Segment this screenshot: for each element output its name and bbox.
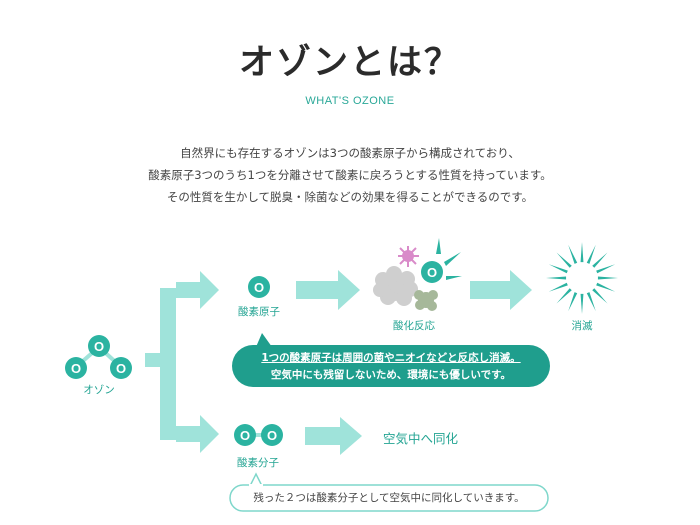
intro-line-3: その性質を生かして脱臭・除菌などの効果を得ることができるのです。 [166, 190, 534, 204]
burst-spike [596, 282, 616, 292]
intro-text: 自然界にも存在するオゾンは3つの酸素原子から構成されており、 酸素原子3つのうち… [0, 142, 700, 208]
burst-spike [586, 292, 596, 312]
callout-top-line-2: 空気中にも残留しないため、環境にも優しいです。 [270, 369, 512, 381]
burst-spike [597, 276, 618, 280]
molecule-atom-left [234, 424, 256, 446]
callout-bubble-top [232, 333, 550, 387]
green-germ-icon [414, 290, 438, 311]
molecule-atom-left-letter: O [240, 428, 250, 443]
callout-top-line-1: 1つの酸素原子は周囲の菌やニオイなどと反応し消滅。 [261, 352, 521, 364]
ozone-atom-right-letter: O [116, 361, 126, 376]
burst-spike [592, 288, 608, 304]
oxygen-atom-letter: O [254, 280, 264, 295]
ozone-atom-left-letter: O [71, 361, 81, 376]
callout-bubble-bottom [229, 472, 549, 512]
intro-line-1: 自然界にも存在するオゾンは3つの酸素原子から構成されており、 [180, 146, 520, 160]
burst-spike [546, 276, 567, 280]
ozone-label: オゾン [83, 384, 115, 396]
branch-arrows [145, 270, 532, 455]
burst-spike [580, 293, 584, 314]
disappear-burst-icon [546, 242, 618, 314]
disappear-label: 消滅 [571, 320, 593, 332]
callout-top-text: 1つの酸素原子は周囲の菌やニオイなどと反応し消滅。 空気中にも残留しないため、環… [236, 350, 546, 384]
oxidation-reaction-icon: O [373, 238, 462, 311]
burst-spike [548, 282, 568, 292]
ozone-atom-left [65, 357, 87, 379]
burst-spike [548, 264, 568, 274]
oxygen-molecule-label: 酸素分子 [237, 457, 279, 469]
virus-core [402, 250, 414, 262]
oxygen-atom-icon: O [248, 276, 270, 298]
burst-spike [592, 252, 608, 268]
assimilate-label: 空気中へ同化 [383, 431, 459, 446]
page-title: オゾンとは？ [238, 43, 461, 83]
arrow-to-oxidation [296, 270, 360, 310]
reaction-spark-icon [436, 238, 462, 280]
burst-spike [580, 242, 584, 263]
molecule-atom-right-letter: O [267, 428, 277, 443]
branch-vertical [160, 288, 176, 440]
arrow-to-assimilate [305, 417, 362, 455]
burst-spike [568, 292, 578, 312]
burst-spike [556, 252, 572, 268]
upper-branch-arrow [176, 271, 219, 309]
burst-spike [556, 288, 572, 304]
oxygen-atom-label: 酸素原子 [238, 306, 280, 318]
ozone-atom-top [88, 335, 110, 357]
oxidation-label: 酸化反応 [393, 320, 435, 332]
reacting-atom-letter: O [427, 265, 437, 280]
burst-spike [586, 244, 596, 264]
grey-germ-icon [373, 266, 418, 306]
burst-spike [596, 264, 616, 274]
ozone-atom-right [110, 357, 132, 379]
callout-bottom-text: 残った２つは酸素分子として空気中に同化していきます。 [253, 492, 525, 504]
burst-spike [568, 244, 578, 264]
reacting-atom [421, 261, 443, 283]
ozone-molecule-icon: O O O [65, 335, 132, 379]
lower-branch-arrow [176, 415, 219, 453]
page-subtitle: WHAT'S OZONE [305, 95, 395, 107]
molecule-atom-right [261, 424, 283, 446]
oxygen-molecule-icon: O O [234, 424, 283, 446]
arrow-to-disappear [470, 270, 532, 310]
intro-line-2: 酸素原子3つのうち1つを分離させて酸素に戻ろうとする性質を持っています。 [148, 168, 552, 182]
ozone-atom-top-letter: O [94, 339, 104, 354]
